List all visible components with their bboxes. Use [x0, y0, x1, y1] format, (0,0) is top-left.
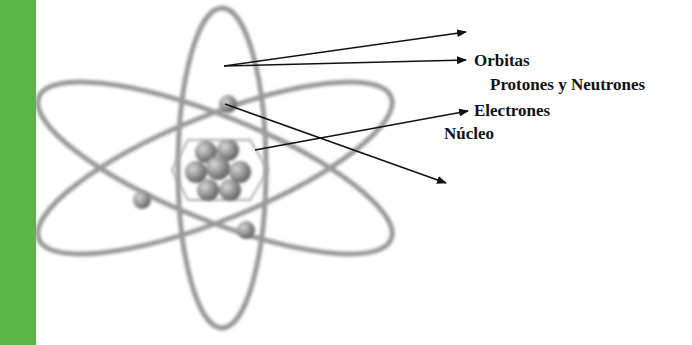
electrons	[133, 95, 255, 239]
part-label: Orbitas	[474, 51, 530, 71]
part-label: Electrones	[474, 101, 550, 121]
leader-lines	[224, 32, 468, 183]
part-label: Núcleo	[444, 124, 494, 144]
side-bar	[0, 0, 36, 345]
orbits	[19, 8, 410, 328]
part-label: Protones y Neutrones	[490, 75, 645, 95]
nucleus	[172, 139, 268, 201]
